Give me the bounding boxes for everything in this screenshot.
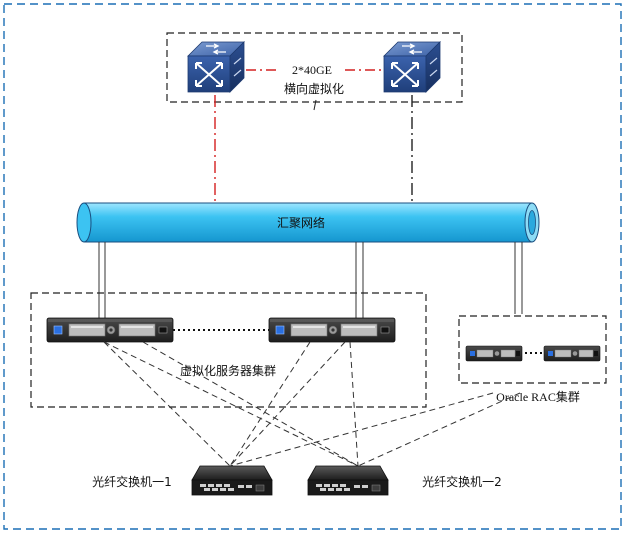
- label-tick: [313, 99, 317, 111]
- core-switch-icon-right: [383, 41, 441, 93]
- outer-frame: [3, 3, 622, 530]
- aggregation-network-pipe: [76, 202, 540, 243]
- core-switch-icon-left: [187, 41, 245, 93]
- fc-switch-1-label: 光纤交换机一1: [92, 474, 172, 489]
- oracle-cluster-label: Oracle RAC集群: [496, 389, 580, 404]
- oracle-server-icon-left: [465, 345, 523, 362]
- server-icon-left: [46, 317, 174, 343]
- fc-switch-icon-2: [307, 465, 389, 496]
- link-label: 2*40GE: [292, 63, 332, 77]
- oracle-server-icon-right: [543, 345, 601, 362]
- core-switch-group-box: [166, 32, 463, 103]
- oracle-cluster-box: [458, 315, 607, 384]
- fc-switch-2-label: 光纤交换机一2: [422, 474, 502, 489]
- aggregation-network-label: 汇聚网络: [277, 215, 325, 230]
- server-cluster-box: [30, 292, 427, 408]
- server-cluster-label: 虚拟化服务器集群: [180, 363, 276, 378]
- server-icon-right: [268, 317, 396, 343]
- fc-switch-icon-1: [191, 465, 273, 496]
- san-links: [103, 341, 521, 467]
- virtualization-label: 横向虚拟化: [284, 81, 344, 96]
- pipe-server-links: [98, 242, 523, 318]
